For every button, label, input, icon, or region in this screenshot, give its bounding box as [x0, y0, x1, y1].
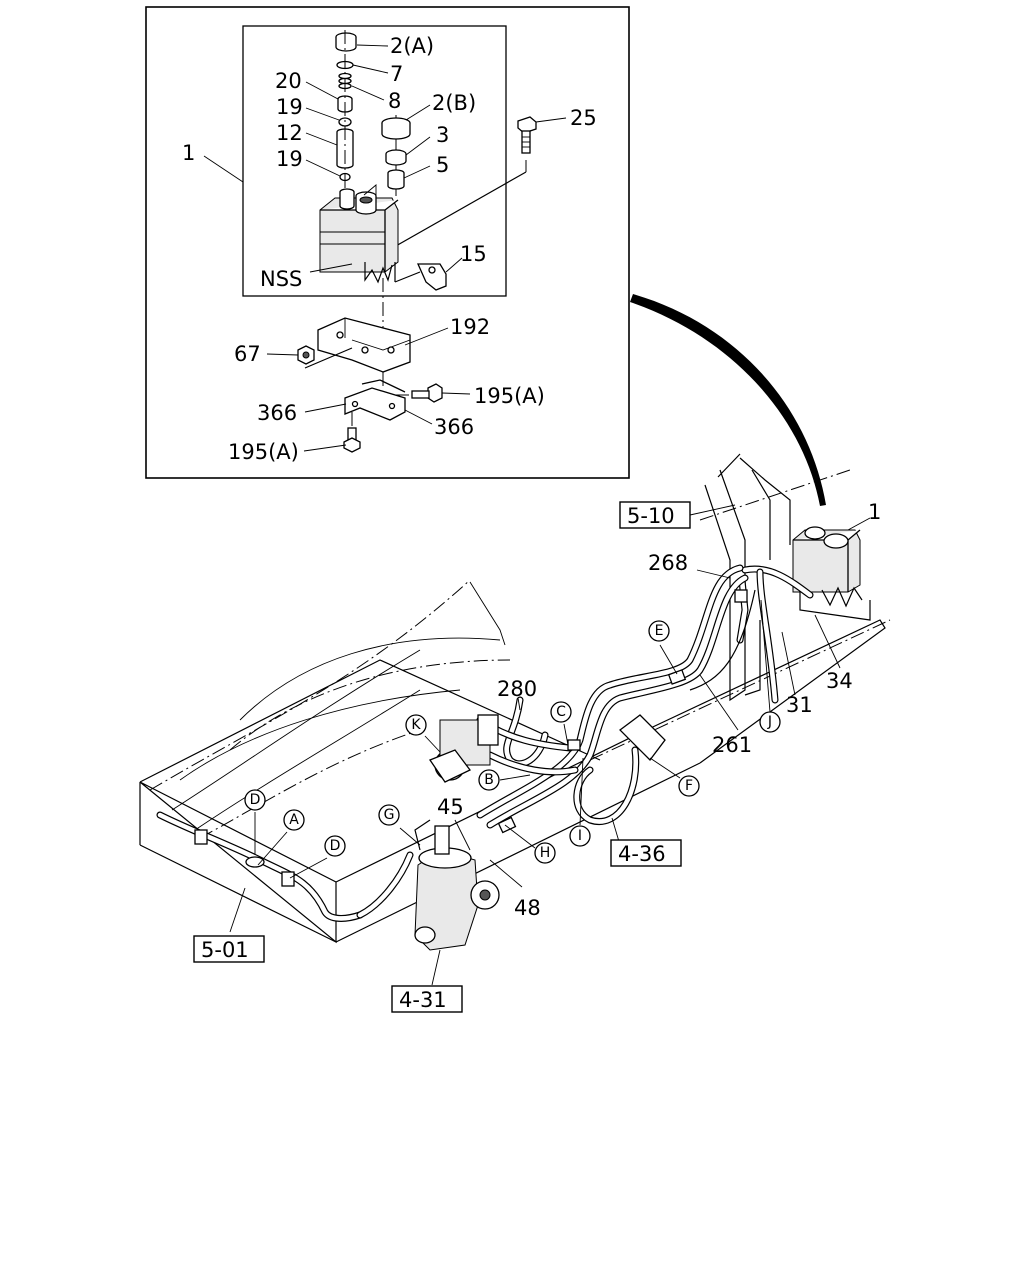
label-12: 12	[276, 121, 303, 145]
label-195a-right: 195(A)	[474, 384, 545, 408]
nut-67	[297, 345, 315, 365]
label-nss: NSS	[260, 267, 302, 291]
label-20: 20	[275, 69, 302, 93]
callout-k: K	[405, 714, 427, 736]
bracket-366	[344, 379, 406, 421]
svg-text:F: F	[685, 778, 693, 794]
steering-gear-box	[414, 819, 500, 951]
reservoir-cap-2a	[335, 32, 357, 52]
ref-box-5-01: 5-01	[193, 935, 265, 963]
label-2a: 2(A)	[390, 34, 434, 58]
label-67: 67	[234, 342, 261, 366]
reservoir-cap-2b	[381, 117, 411, 140]
label-25: 25	[570, 106, 597, 130]
label-5: 5	[436, 153, 449, 177]
inset-outer-frame	[145, 6, 630, 479]
svg-text:K: K	[411, 717, 421, 733]
svg-text:J: J	[767, 714, 772, 730]
svg-text:A: A	[289, 812, 299, 828]
ref-box-4-36: 4-36	[610, 839, 682, 867]
ref-box-4-31: 4-31	[391, 985, 463, 1013]
clamp-15	[416, 263, 447, 291]
label-1-main: 1	[868, 500, 881, 524]
hose-clips	[194, 589, 748, 887]
label-48: 48	[514, 896, 541, 920]
oil-reservoir-installed	[792, 526, 871, 621]
mounting-bracket-192	[317, 317, 411, 373]
label-268: 268	[648, 551, 688, 575]
main-leader-lines	[229, 504, 871, 986]
svg-text:D: D	[250, 792, 261, 808]
ref-box-5-10: 5-10	[619, 501, 691, 529]
callout-d-right: D	[324, 835, 346, 857]
label-192: 192	[450, 315, 490, 339]
svg-text:E: E	[655, 623, 664, 639]
svg-text:B: B	[484, 772, 494, 788]
seal-ring-19-upper	[338, 117, 352, 127]
svg-text:I: I	[578, 828, 582, 844]
label-45: 45	[437, 795, 464, 819]
bolt-195a-bottom	[343, 427, 361, 453]
svg-text:4-36: 4-36	[618, 842, 666, 866]
callout-a: A	[283, 809, 305, 831]
inset-inner-frame	[242, 25, 507, 297]
label-2b: 2(B)	[432, 91, 476, 115]
svg-text:4-31: 4-31	[399, 988, 447, 1012]
callout-j: J	[759, 711, 781, 733]
label-280: 280	[497, 677, 537, 701]
callout-i: I	[569, 825, 591, 847]
svg-text:5-10: 5-10	[627, 504, 675, 528]
callout-b: B	[478, 769, 500, 791]
label-261: 261	[712, 733, 752, 757]
steering-pump	[429, 714, 499, 783]
label-19-lower: 19	[276, 147, 303, 171]
label-366-left: 366	[257, 401, 297, 425]
svg-text:G: G	[384, 807, 395, 823]
svg-text:H: H	[540, 845, 551, 861]
label-31: 31	[786, 693, 813, 717]
callout-h: H	[534, 842, 556, 864]
detail-pointer-arc	[630, 294, 826, 506]
svg-text:C: C	[556, 704, 566, 720]
label-195a-bottom: 195(A)	[228, 440, 299, 464]
bolt-25	[517, 116, 537, 154]
bolt-195a-right	[411, 383, 443, 403]
label-3: 3	[436, 123, 449, 147]
label-34: 34	[826, 669, 853, 693]
inset-detail-view: 2(A) 7 20 8 2(B) 19 12 3 19 5 25 1 15 NS…	[145, 6, 630, 479]
gasket-3	[385, 149, 407, 166]
svg-text:D: D	[330, 838, 341, 854]
vehicle-frame-outline	[139, 453, 891, 944]
label-19-upper: 19	[276, 95, 303, 119]
callout-g: G	[378, 804, 400, 826]
label-366-right: 366	[434, 415, 474, 439]
strainer-5	[387, 169, 405, 190]
callout-f: F	[678, 775, 700, 797]
label-8: 8	[388, 89, 401, 113]
callout-e: E	[648, 620, 670, 642]
filter-tube-12	[336, 128, 354, 169]
svg-text:5-01: 5-01	[201, 938, 249, 962]
label-15: 15	[460, 242, 487, 266]
label-7: 7	[390, 62, 403, 86]
label-1-inset: 1	[182, 141, 195, 165]
oil-reservoir-tank	[319, 188, 399, 284]
callout-c: C	[550, 701, 572, 723]
callout-d-left: D	[244, 789, 266, 811]
